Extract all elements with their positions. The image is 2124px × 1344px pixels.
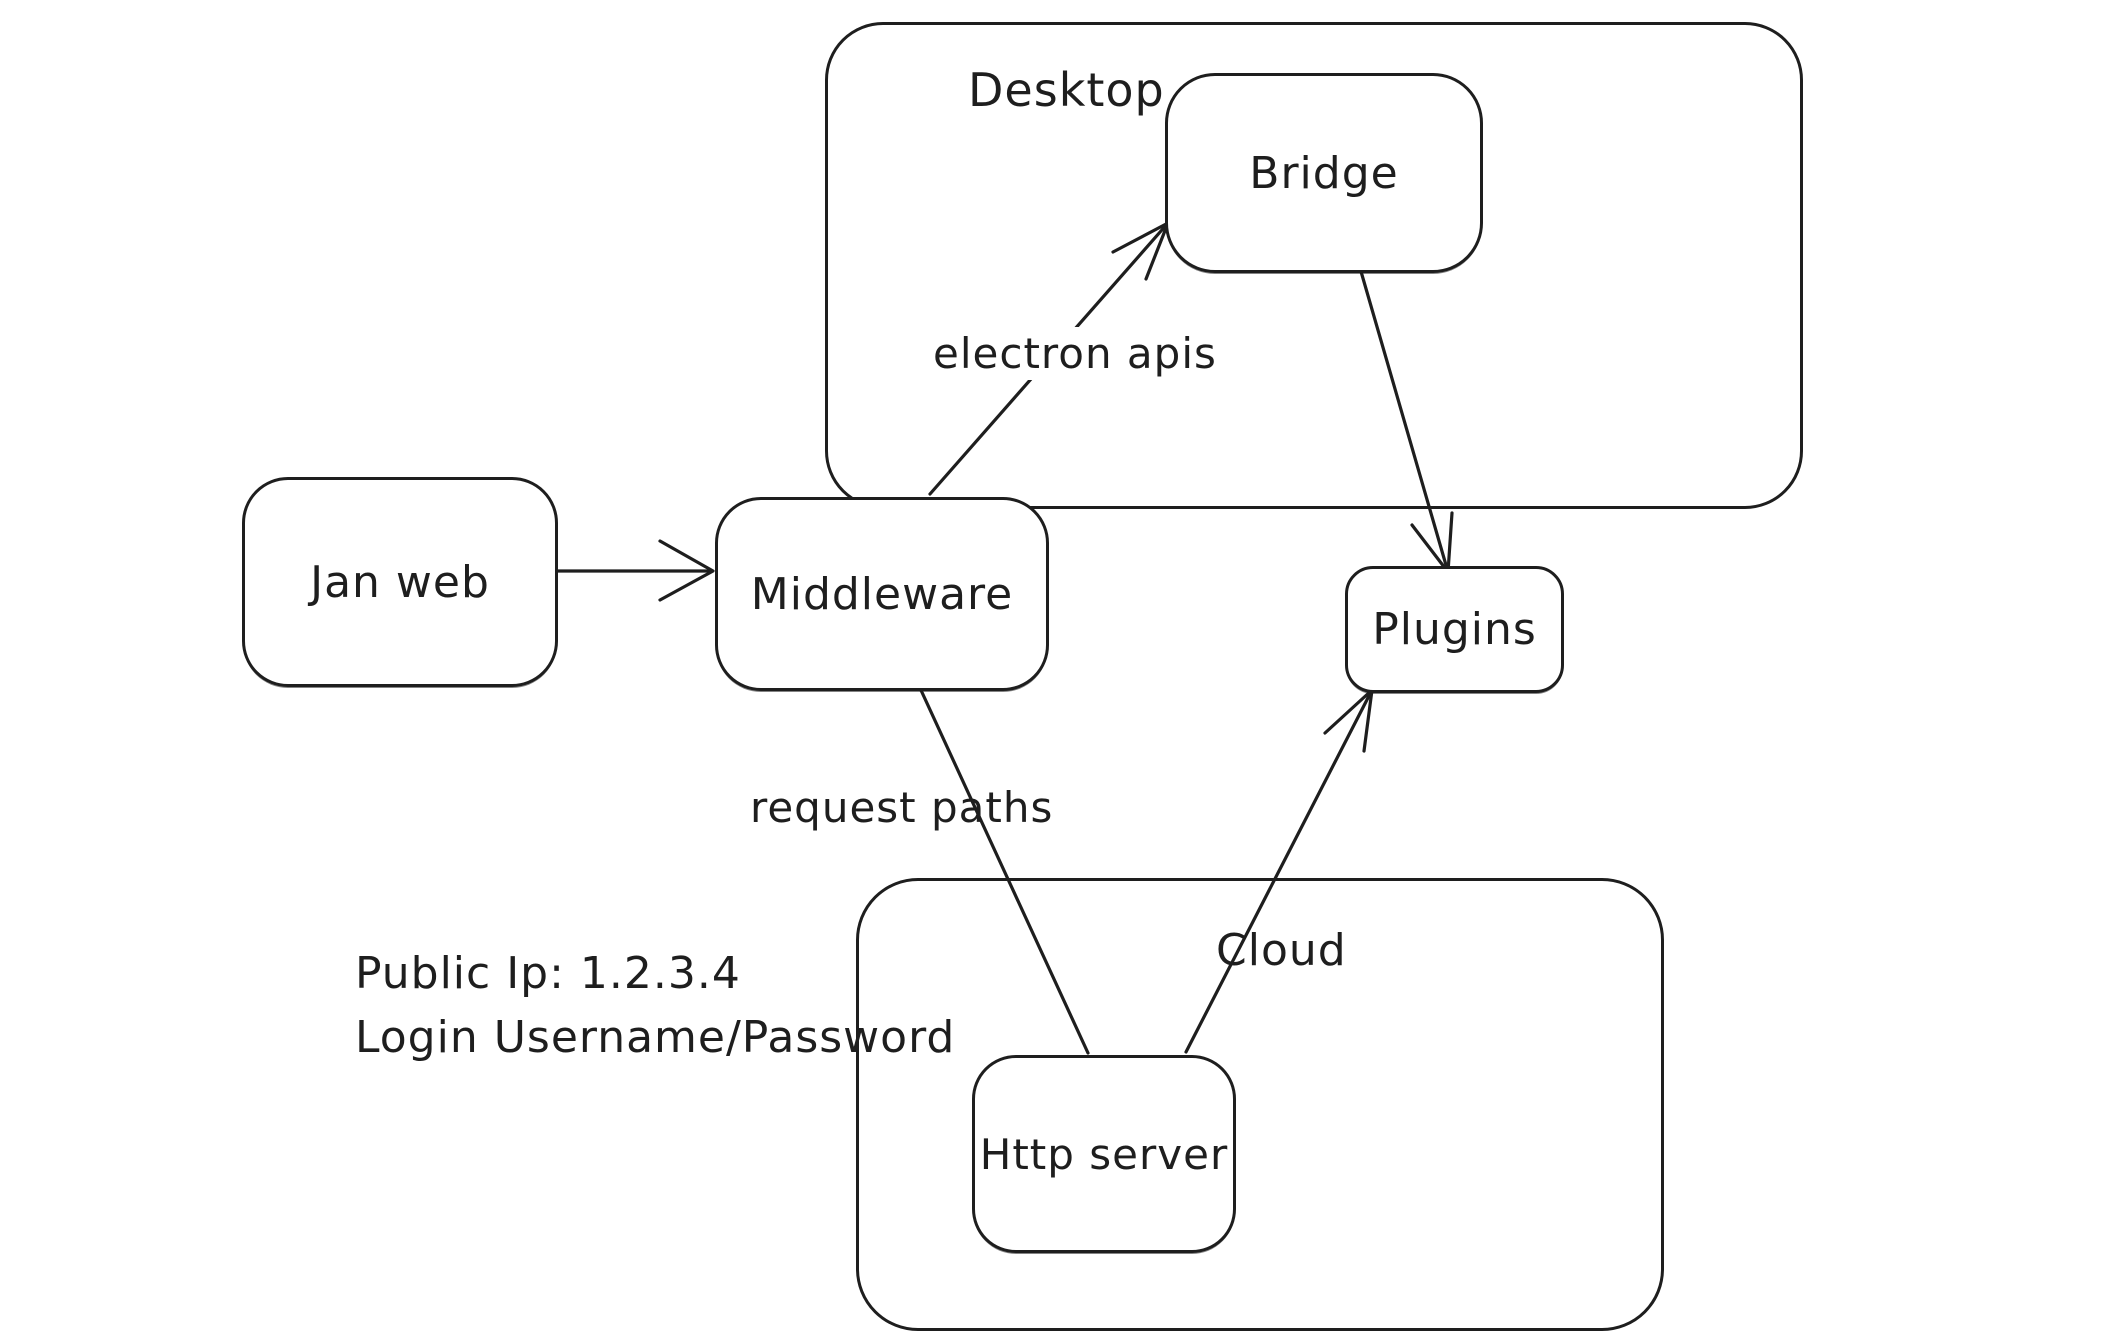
container-desktop-label: Desktop	[968, 63, 1165, 117]
edge-middleware-bridge-arrowhead	[1111, 221, 1170, 281]
annotation-block: Public Ip: 1.2.3.4 Login Username/Passwo…	[355, 942, 955, 1070]
annotation-public-ip: Public Ip: 1.2.3.4	[355, 948, 741, 999]
node-middleware: Middleware	[715, 497, 1049, 691]
node-http-server: Http server	[972, 1055, 1236, 1253]
container-desktop: Desktop	[825, 22, 1803, 509]
node-bridge: Bridge	[1165, 73, 1483, 273]
node-plugins: Plugins	[1345, 566, 1564, 693]
edge-httpserver-plugins-arrowhead	[1323, 688, 1374, 753]
edge-janweb-middleware-arrowhead	[658, 539, 715, 602]
edge-httpserver-plugins-line	[1184, 688, 1374, 1054]
edge-bridge-plugins-line	[1358, 266, 1450, 574]
annotation-login: Login Username/Password	[355, 1012, 956, 1063]
node-jan-web: Jan web	[242, 477, 558, 687]
edge-middleware-httpserver-line	[918, 686, 1090, 1055]
node-jan-web-label: Jan web	[310, 556, 490, 608]
node-bridge-label: Bridge	[1249, 147, 1399, 199]
node-plugins-label: Plugins	[1372, 604, 1537, 655]
node-middleware-label: Middleware	[750, 568, 1014, 620]
edge-label-electron-apis: electron apis	[925, 327, 1225, 380]
edge-bridge-plugins-arrowhead	[1410, 511, 1454, 574]
edge-label-request-paths: request paths	[750, 783, 1054, 832]
node-http-server-label: Http server	[979, 1129, 1229, 1179]
